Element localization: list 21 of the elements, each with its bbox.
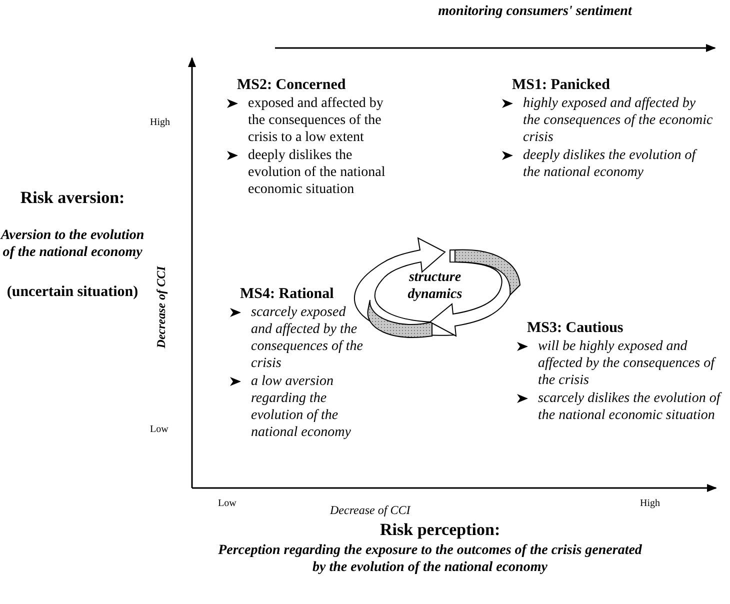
segment-heading: MS1: Panicked xyxy=(512,77,610,94)
axis-note: (uncertain situation) xyxy=(6,283,140,301)
bullet-text: deeply dislikes the evolution of the national economic situation xyxy=(248,147,386,198)
segment-heading: MS4: Rational xyxy=(240,286,334,303)
axis-label: Decrease of CCI xyxy=(154,266,168,348)
axis-title: Risk perception: xyxy=(380,520,500,540)
tick-label: Low xyxy=(150,424,168,436)
cycle-label: structure dynamics xyxy=(406,270,464,304)
tick-label: Low xyxy=(218,498,236,510)
segment-heading: MS3: Cautious xyxy=(527,320,624,337)
bullet-text: deeply dislikes the evolution of the national economy xyxy=(523,147,698,181)
axis-subtitle: Perception regarding the exposure to the outcomes of the crisis generated by the evolution of the national economy xyxy=(217,543,643,577)
bullet-text: scarcely dislikes the evolution of the national economic situation xyxy=(538,390,723,424)
segment-heading: MS2: Concerned xyxy=(237,77,346,94)
axis-title: monitoring consumers' sentiment xyxy=(437,4,634,21)
axis-title: Risk aversion: xyxy=(19,188,126,208)
tick-label: High xyxy=(150,117,170,129)
axis-label: Decrease of CCI xyxy=(330,503,410,518)
bullet-text: a low aversion regarding the evolution of the national economy xyxy=(251,373,352,441)
axis-subtitle: Aversion to the evolution of the national economy xyxy=(0,228,145,262)
tick-label: High xyxy=(640,498,660,510)
